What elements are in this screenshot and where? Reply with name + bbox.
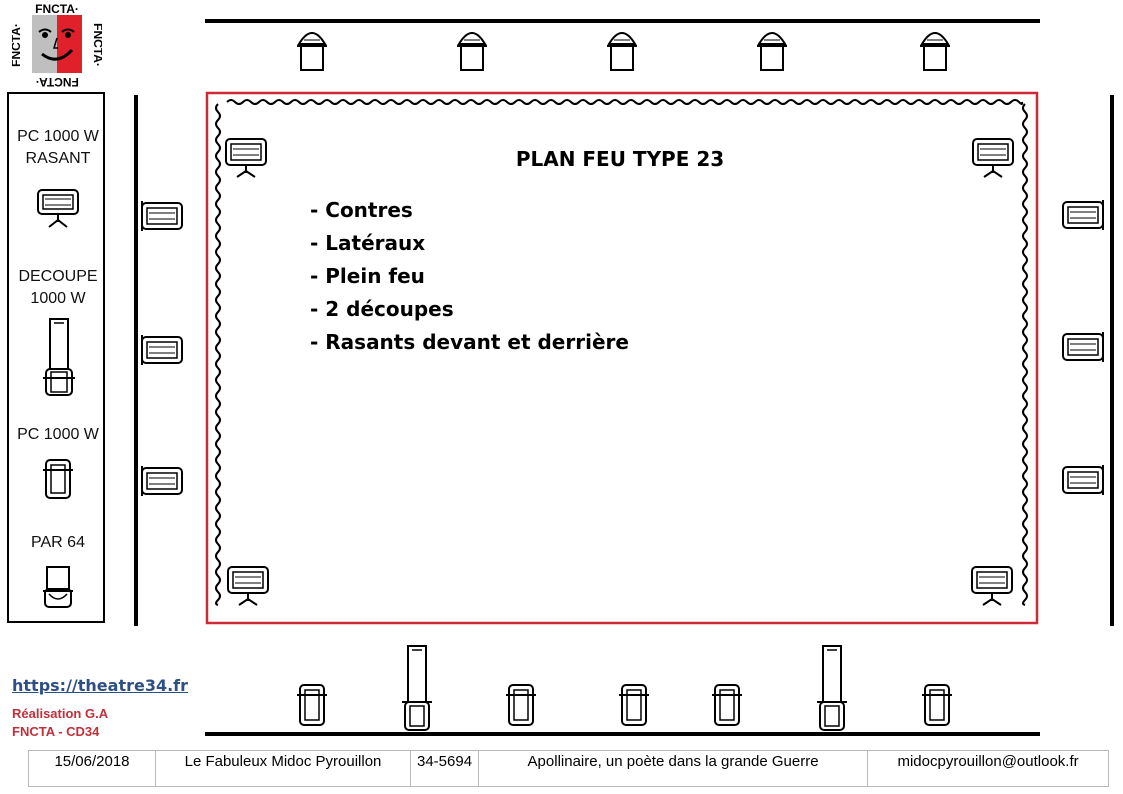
rear-curtain bbox=[226, 99, 1024, 105]
plan-items-list: - Contres - Latéraux - Plein feu - 2 déc… bbox=[310, 194, 629, 359]
legend-panel: PC 1000 W RASANT DECOUPE 1000 W PC 1000 … bbox=[7, 92, 105, 623]
info-table: 15/06/2018 Le Fabuleux Midoc Pyrouillon … bbox=[28, 750, 1110, 787]
pc-rasant-icon bbox=[37, 189, 79, 228]
stage-outline bbox=[205, 91, 1039, 625]
side-right-3 bbox=[1062, 464, 1104, 496]
info-email: midocpyrouillon@outlook.fr bbox=[867, 750, 1110, 787]
legend-label-pc-rasant: PC 1000 W RASANT bbox=[17, 128, 99, 167]
front-pc-1 bbox=[296, 684, 328, 726]
legend-label-pc: PC 1000 W bbox=[17, 426, 99, 443]
legend-label-decoupe: DECOUPE 1000 W bbox=[18, 268, 98, 307]
front-pc-2 bbox=[505, 684, 537, 726]
front-decoupe-2 bbox=[816, 645, 848, 731]
rear-par-1 bbox=[296, 32, 328, 71]
plan-item: - Contres bbox=[310, 198, 413, 222]
info-date: 15/06/2018 bbox=[28, 750, 156, 787]
svg-text:FNCTA·: FNCTA· bbox=[91, 23, 102, 67]
plan-item: - 2 découpes bbox=[310, 297, 454, 321]
plan-item: - Latéraux bbox=[310, 231, 426, 255]
info-troupe: Le Fabuleux Midoc Pyrouillon bbox=[155, 750, 411, 787]
front-decoupe-1 bbox=[401, 645, 433, 731]
info-code: 34-5694 bbox=[409, 750, 480, 787]
plan-title: PLAN FEU TYPE 23 bbox=[515, 147, 725, 171]
rasant-front-left bbox=[227, 566, 269, 606]
svg-text:FNCTA·: FNCTA· bbox=[35, 75, 79, 88]
right-curtain bbox=[1022, 103, 1028, 606]
decoupe-icon bbox=[43, 318, 75, 396]
left-curtain bbox=[215, 103, 221, 606]
rasant-front-right bbox=[971, 566, 1013, 606]
fncta-logo: FNCTA· FNCTA· FNCTA· FNCTA· bbox=[12, 2, 102, 88]
side-left-1 bbox=[141, 200, 183, 232]
rasant-back-left bbox=[225, 138, 267, 178]
side-left-3 bbox=[141, 465, 183, 497]
rasant-back-right bbox=[972, 138, 1014, 178]
side-right-2 bbox=[1062, 331, 1104, 363]
front-pc-3 bbox=[618, 684, 650, 726]
info-show: Apollinaire, un poète dans la grande Gue… bbox=[478, 750, 869, 787]
rear-par-4 bbox=[756, 32, 788, 71]
front-pc-5 bbox=[921, 684, 953, 726]
side-left-2 bbox=[141, 334, 183, 366]
svg-text:FNCTA·: FNCTA· bbox=[12, 23, 23, 67]
legend-label-par64: PAR 64 bbox=[31, 534, 85, 551]
credit-author: Réalisation G.A bbox=[12, 706, 109, 721]
plan-item: - Plein feu bbox=[310, 264, 425, 288]
plan-item: - Rasants devant et derrière bbox=[310, 330, 629, 354]
rear-par-3 bbox=[606, 32, 638, 71]
credit-org: FNCTA - CD34 bbox=[12, 724, 100, 739]
side-right-1 bbox=[1062, 199, 1104, 231]
par64-icon bbox=[43, 566, 73, 608]
front-pc-4 bbox=[711, 684, 743, 726]
website-link[interactable]: https://theatre34.fr bbox=[12, 676, 189, 695]
info-row: 15/06/2018 Le Fabuleux Midoc Pyrouillon … bbox=[28, 750, 1110, 787]
rear-par-5 bbox=[919, 32, 951, 71]
pc-icon bbox=[43, 459, 73, 499]
rear-par-2 bbox=[456, 32, 488, 71]
svg-text:FNCTA·: FNCTA· bbox=[35, 2, 79, 16]
